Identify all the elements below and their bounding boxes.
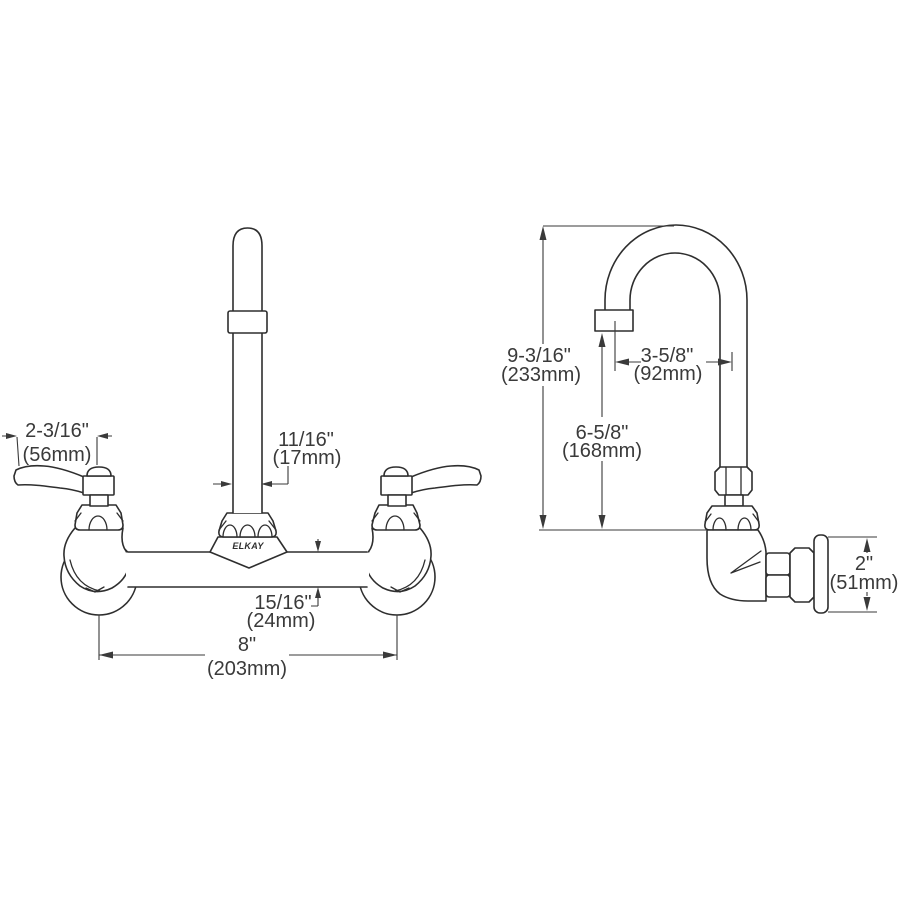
body-bar-edges bbox=[127, 551, 368, 588]
dim-spout-reach: 3-5/8" (92mm) bbox=[614, 321, 733, 385]
dim-body-height: 15/16" (24mm) bbox=[247, 539, 321, 632]
wall-hex-nut-bottom bbox=[765, 574, 791, 598]
nut-shank bbox=[724, 494, 744, 507]
right-handle-hub bbox=[380, 475, 413, 496]
left-handle-cap bbox=[86, 466, 112, 477]
dim-spout-reach-mm: (92mm) bbox=[634, 363, 703, 385]
left-lever-handle bbox=[13, 464, 85, 494]
dim-flange-diameter-in: 2" bbox=[855, 553, 873, 575]
spout-outlet bbox=[594, 309, 634, 332]
elbow-body bbox=[706, 529, 767, 602]
dim-flange-diameter: 2" (51mm) bbox=[828, 536, 899, 613]
right-handle-neck bbox=[387, 494, 407, 507]
dim-overall-height-in: 9-3/16" bbox=[507, 345, 571, 367]
dim-body-height-in: 15/16" bbox=[254, 592, 311, 614]
gooseneck-fill bbox=[605, 225, 747, 467]
front-view: ELKAY 2-3/16" (56mm) 11/16" (17mm) 15/16… bbox=[2, 227, 482, 680]
bonnets-front bbox=[74, 504, 421, 538]
dim-outlet-height-in: 6-5/8" bbox=[576, 422, 629, 444]
dim-handle-length-in: 2-3/16" bbox=[25, 420, 89, 442]
left-handle-neck bbox=[89, 494, 109, 507]
swivel-nut bbox=[714, 466, 753, 496]
wall-fitting bbox=[789, 547, 815, 603]
dim-handle-length: 2-3/16" (56mm) bbox=[2, 420, 112, 467]
right-handle-cap bbox=[383, 466, 409, 477]
dim-overall-height-mm: (233mm) bbox=[501, 364, 581, 386]
right-valve-body bbox=[365, 527, 432, 593]
spout-tube-front-fill bbox=[233, 228, 262, 513]
gooseneck-outer bbox=[604, 224, 748, 468]
dim-center-spacing-in: 8" bbox=[238, 634, 256, 656]
wall-flange bbox=[813, 534, 829, 614]
dim-spout-diameter-mm: (17mm) bbox=[273, 447, 342, 469]
right-lever-handle bbox=[410, 464, 482, 494]
spout-tube-front bbox=[232, 227, 263, 514]
dim-handle-length-mm: (56mm) bbox=[23, 444, 92, 466]
center-mount-plate bbox=[209, 536, 288, 569]
brand-logo: ELKAY bbox=[232, 541, 264, 551]
dim-body-height-mm: (24mm) bbox=[247, 610, 316, 632]
left-valve-body bbox=[63, 527, 130, 593]
wall-hex-nut-top bbox=[765, 552, 791, 576]
dim-spout-diameter-in: 11/16" bbox=[278, 429, 334, 451]
front-details bbox=[69, 512, 426, 593]
dim-spout-diameter: 11/16" (17mm) bbox=[213, 429, 341, 487]
spout-collar bbox=[227, 310, 268, 334]
dim-center-spacing-mm: (203mm) bbox=[207, 658, 287, 680]
dim-spout-reach-in: 3-5/8" bbox=[641, 345, 694, 367]
gooseneck-inner bbox=[629, 252, 721, 468]
dim-flange-diameter-mm: (51mm) bbox=[830, 572, 899, 594]
dim-overall-height: 9-3/16" (233mm) bbox=[501, 225, 706, 531]
dim-center-spacing: 8" (203mm) bbox=[98, 615, 398, 680]
side-details bbox=[704, 466, 762, 574]
dim-outlet-height: 6-5/8" (168mm) bbox=[562, 333, 642, 529]
dim-outlet-height-mm: (168mm) bbox=[562, 440, 642, 462]
left-handle-hub bbox=[82, 475, 115, 496]
side-view: 9-3/16" (233mm) 3-5/8" (92mm) 6-5/8" (16… bbox=[501, 224, 899, 614]
